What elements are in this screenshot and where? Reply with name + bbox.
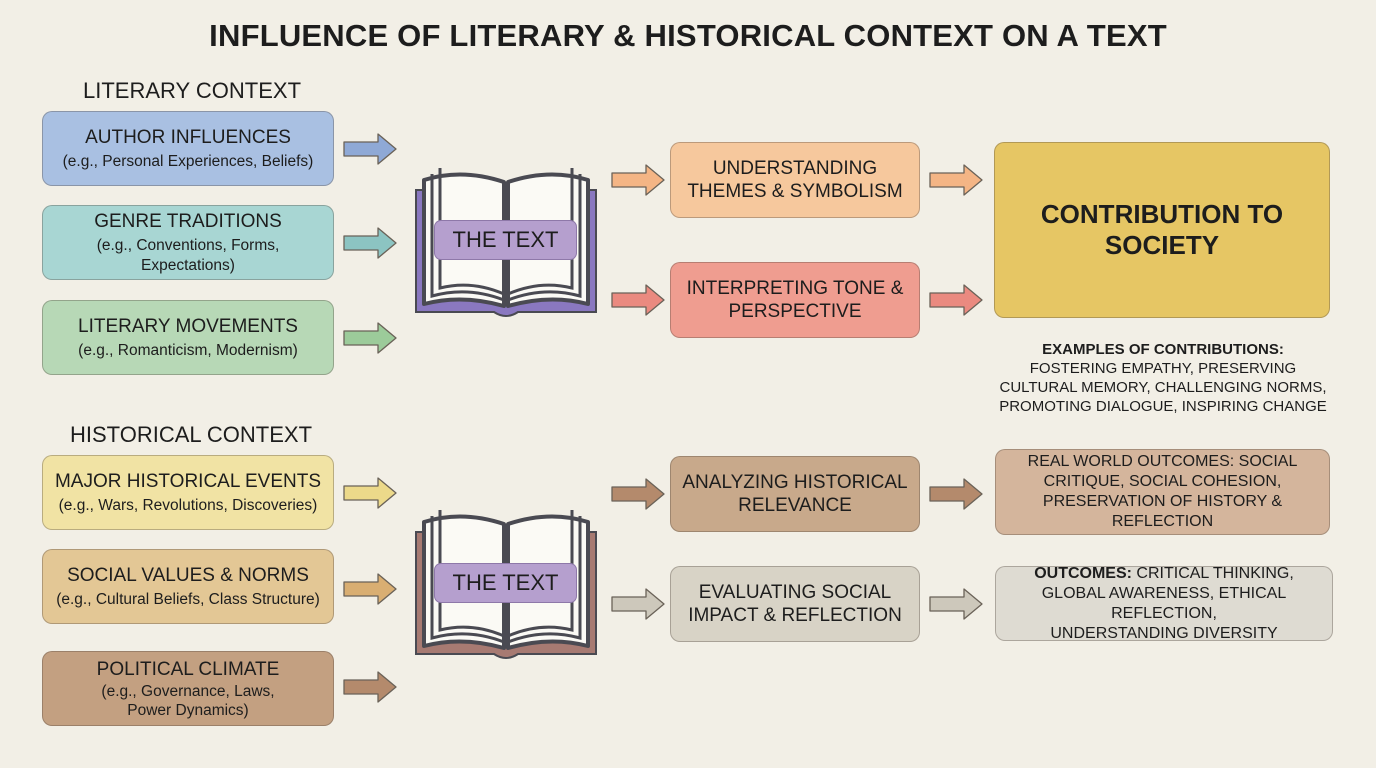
arrow-values-to-text [343,573,397,605]
social-impact-line2: IMPACT & REFLECTION [688,605,902,626]
outcomes-line3: UNDERSTANDING DIVERSITY [1050,624,1278,642]
themes-symbolism-box: UNDERSTANDING THEMES & SYMBOLISM [670,142,920,218]
arrow-text-to-historical [611,478,665,510]
arrow-movements-to-text [343,322,397,354]
outcomes-line1-rest: CRITICAL THINKING, [1131,564,1294,582]
real-world-outcomes-line3: PRESERVATION OF HISTORY & REFLECTION [1042,493,1283,530]
outcomes-label: OUTCOMES: [1034,564,1132,582]
historical-relevance-box: ANALYZING HISTORICAL RELEVANCE [670,456,920,532]
political-climate-box: POLITICAL CLIMATE (e.g., Governance, Law… [42,651,334,726]
major-historical-events-examples: (e.g., Wars, Revolutions, Discoveries) [58,496,318,514]
literary-movements-examples: (e.g., Romanticism, Modernism) [78,341,298,359]
outcomes-line2: GLOBAL AWARENESS, ETHICAL REFLECTION, [1041,584,1287,622]
tone-perspective-line1: INTERPRETING TONE & [686,278,904,299]
arrow-text-to-tone [611,284,665,316]
the-text-label-historical: THE TEXT [434,563,577,603]
social-impact-box: EVALUATING SOCIAL IMPACT & REFLECTION [670,566,920,642]
author-influences-examples: (e.g., Personal Experiences, Beliefs) [62,152,314,170]
social-values-title: SOCIAL VALUES & NORMS [67,564,309,586]
genre-traditions-title: GENRE TRADITIONS [94,210,282,232]
arrow-text-to-social [611,588,665,620]
arrow-events-to-text [343,477,397,509]
contribution-line2: SOCIETY [1104,230,1220,260]
outcomes-box: OUTCOMES: CRITICAL THINKING, GLOBAL AWAR… [995,564,1333,642]
real-world-outcomes-line1-rest: SOCIAL [1234,453,1298,470]
historical-context-heading: HISTORICAL CONTEXT [70,422,313,447]
genre-traditions-box: GENRE TRADITIONS (e.g., Conventions, For… [42,205,334,280]
the-text-label-literary: THE TEXT [434,220,577,260]
arrow-social-to-outcomes [929,588,983,620]
arrow-tone-to-contribution [929,284,983,316]
major-historical-events-box: MAJOR HISTORICAL EVENTS (e.g., Wars, Rev… [42,455,334,530]
historical-relevance-line2: RELEVANCE [738,495,852,516]
social-impact-line1: EVALUATING SOCIAL [698,582,892,603]
political-climate-title: POLITICAL CLIMATE [96,658,280,680]
themes-symbolism-line1: UNDERSTANDING [712,158,878,179]
examples-heading: EXAMPLES OF CONTRIBUTIONS: [1042,341,1284,358]
themes-symbolism-line2: THEMES & SYMBOLISM [687,181,903,202]
real-world-outcomes-box: REAL WORLD OUTCOMES: SOCIAL CRITIQUE, SO… [995,449,1330,535]
contribution-to-society-box: CONTRIBUTION TO SOCIETY [994,142,1330,318]
author-influences-box: AUTHOR INFLUENCES (e.g., Personal Experi… [42,111,334,186]
arrow-themes-to-contribution [929,164,983,196]
arrow-text-to-themes [611,164,665,196]
arrow-author-to-text [343,133,397,165]
political-climate-examples: (e.g., Governance, Laws, Power Dynamics) [101,682,274,720]
examples-line2: CULTURAL MEMORY, CHALLENGING NORMS, [999,379,1327,396]
examples-of-contributions: EXAMPLES OF CONTRIBUTIONS: FOSTERING EMP… [994,340,1332,416]
page-title: INFLUENCE OF LITERARY & HISTORICAL CONTE… [209,18,1167,53]
literary-movements-title: LITERARY MOVEMENTS [78,315,298,337]
literary-context-heading: LITERARY CONTEXT [83,78,302,103]
historical-relevance-line1: ANALYZING HISTORICAL [682,472,908,493]
social-values-examples: (e.g., Cultural Beliefs, Class Structure… [56,590,320,608]
contribution-line1: CONTRIBUTION TO [1040,199,1284,229]
arrow-historical-to-outcomes [929,478,983,510]
arrow-genre-to-text [343,227,397,259]
political-climate-examples-line1: (e.g., Governance, Laws, [101,682,275,700]
literary-movements-box: LITERARY MOVEMENTS (e.g., Romanticism, M… [42,300,334,375]
real-world-outcomes-label: REAL WORLD OUTCOMES: [1027,453,1235,470]
tone-perspective-line2: PERSPECTIVE [728,301,862,322]
examples-line1: FOSTERING EMPATHY, PRESERVING [1029,360,1297,377]
arrow-political-to-text [343,671,397,703]
major-historical-events-title: MAJOR HISTORICAL EVENTS [54,470,322,492]
real-world-outcomes-line1: REAL WORLD OUTCOMES: SOCIAL [1028,452,1298,472]
political-climate-examples-line2: Power Dynamics) [127,701,249,719]
genre-traditions-examples: (e.g., Conventions, Forms, Expectations) [96,236,280,274]
examples-line3: PROMOTING DIALOGUE, INSPIRING CHANGE [999,398,1327,415]
social-values-box: SOCIAL VALUES & NORMS (e.g., Cultural Be… [42,549,334,624]
outcomes-line1: OUTCOMES: CRITICAL THINKING, [1034,564,1294,584]
author-influences-title: AUTHOR INFLUENCES [85,126,291,148]
real-world-outcomes-line2: CRITIQUE, SOCIAL COHESION, [1043,473,1282,490]
tone-perspective-box: INTERPRETING TONE & PERSPECTIVE [670,262,920,338]
